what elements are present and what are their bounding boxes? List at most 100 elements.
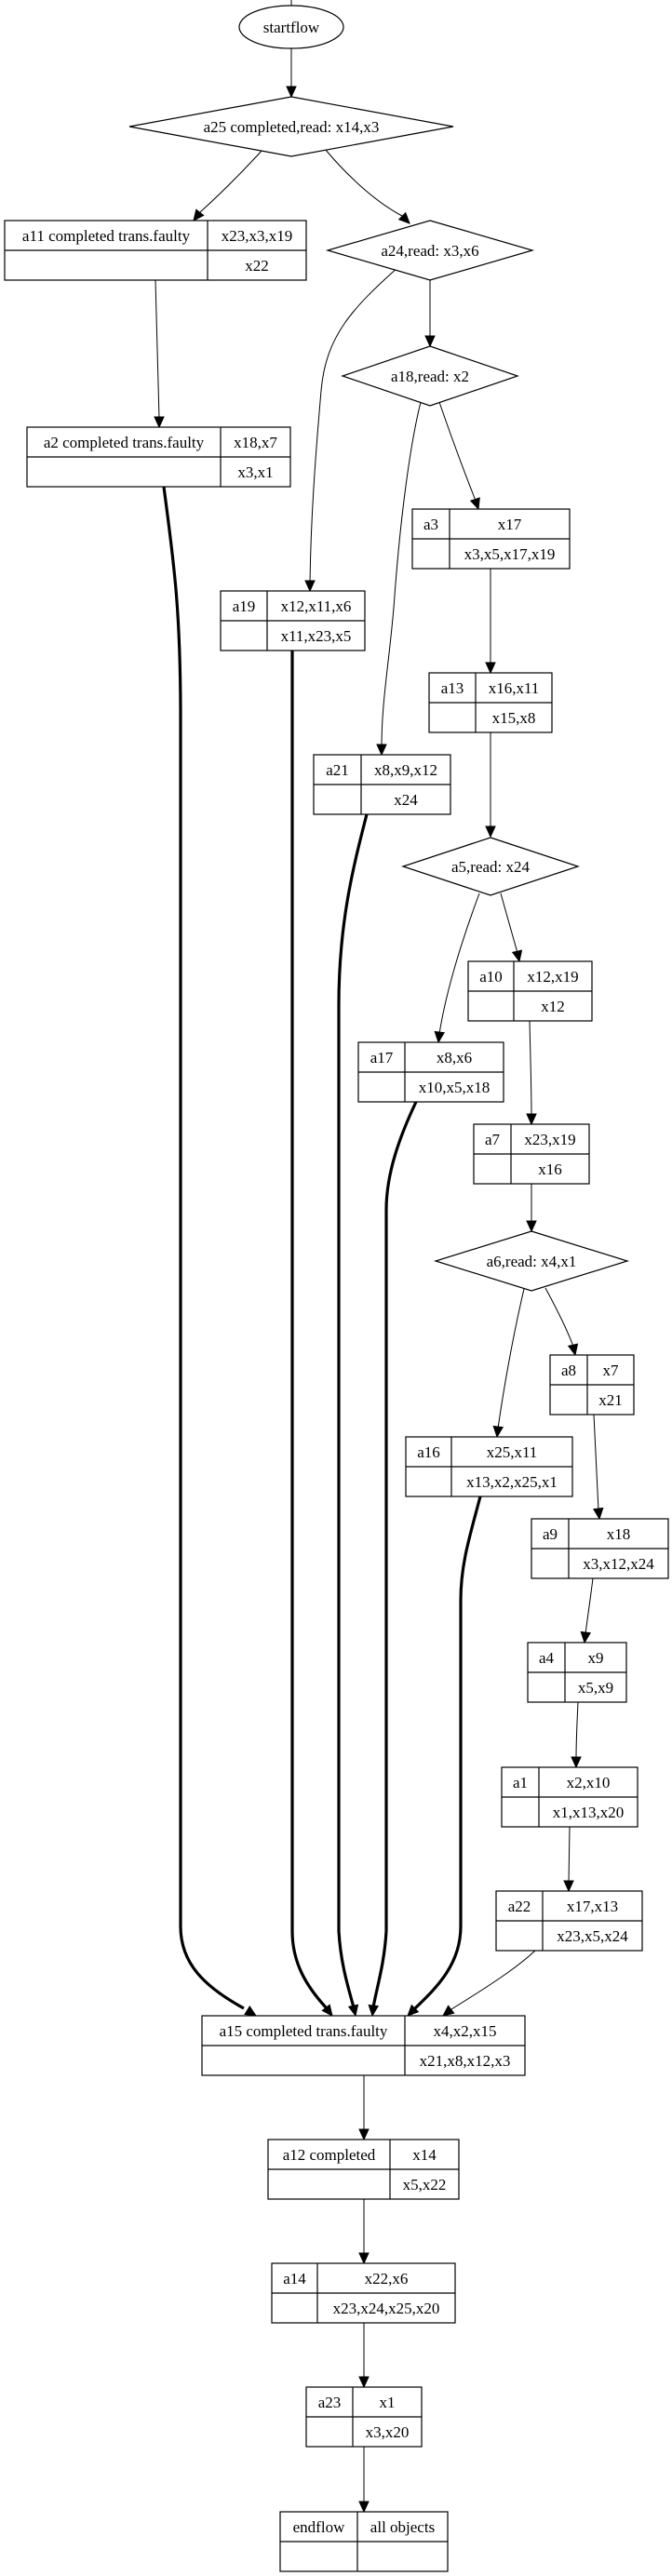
edge-line <box>155 279 160 420</box>
arrowhead-icon <box>571 1756 582 1769</box>
activity-top-vars: x16,x11 <box>489 679 540 697</box>
activity-top-vars: x12,x11,x6 <box>281 597 352 615</box>
activity-top-vars: x23,x19 <box>524 1131 575 1148</box>
edge-a5-to-a17 <box>434 892 480 1044</box>
activity-node-a19[interactable]: a19 x12,x11,x6 x11,x23,x5 <box>220 590 366 651</box>
arrowhead-icon <box>469 497 480 511</box>
edge-line <box>529 1020 532 1117</box>
activity-top-vars: x22,x6 <box>365 2270 409 2288</box>
decision-node-a25[interactable]: a25 completed,read: x14,x3 <box>128 96 454 157</box>
edge-a11-to-a2 <box>154 279 165 429</box>
edge-a13-to-a5 <box>485 732 496 839</box>
decision-node-a24[interactable]: a24,read: x3,x6 <box>325 220 535 281</box>
activity-bottom-vars: x3,x1 <box>237 463 273 481</box>
edge-a17-to-a15 <box>368 1101 418 2018</box>
arrowhead-icon <box>434 1030 446 1044</box>
edge-a7-to-a6 <box>526 1184 537 1233</box>
activity-top-vars: x25,x11 <box>487 1443 538 1461</box>
activity-name: a11 completed trans.faulty <box>22 227 191 245</box>
edge-a6-to-a8 <box>544 1287 579 1357</box>
decision-node-a5[interactable]: a5,read: x24 <box>401 837 580 896</box>
arrowhead-icon <box>511 949 523 963</box>
activity-name: a2 completed trans.faulty <box>44 434 205 451</box>
edge-a19-to-a15 <box>290 651 333 2017</box>
arrowhead-icon <box>358 2128 370 2141</box>
arrowhead-icon <box>526 1220 537 1233</box>
edge-line <box>450 1950 536 2010</box>
activity-name: a22 <box>508 1898 531 1915</box>
edge-line <box>381 401 422 747</box>
activity-bottom-vars: x15,x8 <box>492 709 536 727</box>
activity-name: a1 <box>513 1774 528 1791</box>
edge-a23-to-endflow <box>358 2447 370 2514</box>
activity-name: a7 <box>485 1131 501 1148</box>
activity-top-vars: x23,x3,x19 <box>222 227 293 245</box>
activity-bottom-vars: x11,x23,x5 <box>281 627 352 645</box>
edge-a2-to-a15 <box>162 486 258 2017</box>
edge-line <box>309 265 400 584</box>
activity-name: a4 <box>539 1649 555 1667</box>
activity-name: a12 completed <box>283 2146 376 2164</box>
edge-line <box>162 486 245 2010</box>
activity-name: a19 <box>233 597 256 615</box>
activity-bottom-vars: x13,x2,x25,x1 <box>466 1473 558 1491</box>
start-ellipse <box>238 5 344 49</box>
edge-a24-to-a19 <box>304 265 400 593</box>
arrowhead-icon <box>376 744 387 757</box>
arrowhead-icon <box>154 416 165 429</box>
edge-line <box>337 813 369 2008</box>
decision-diamond <box>128 96 454 157</box>
arrowhead-icon <box>358 2252 370 2265</box>
decision-label: a6,read: x4,x1 <box>487 1253 577 1270</box>
edge-a25-to-a24 <box>324 148 410 224</box>
decision-label: a5,read: x24 <box>451 858 531 876</box>
activity-name: a8 <box>561 1362 576 1379</box>
edge-a5-to-a10 <box>500 892 523 963</box>
edges-layer <box>154 0 604 2514</box>
edge-line <box>413 1496 482 2010</box>
edge-a12-to-a14 <box>358 2199 370 2265</box>
arrowhead-icon <box>492 1425 504 1439</box>
edge-a14-to-a23 <box>358 2323 370 2389</box>
arrowhead-icon <box>567 1343 579 1357</box>
activity-top-vars: x7 <box>603 1362 620 1379</box>
node-startflow[interactable]: startflow <box>238 5 344 49</box>
arrowhead-icon <box>580 1630 592 1644</box>
activity-bottom-vars: x3,x12,x24 <box>583 1555 654 1573</box>
arrowhead-icon <box>286 86 297 99</box>
decision-node-a6[interactable]: a6,read: x4,x1 <box>433 1230 630 1292</box>
edge-line <box>324 148 403 217</box>
activity-top-vars: x18 <box>607 1525 631 1543</box>
decision-label: a24,read: x3,x6 <box>381 242 478 260</box>
activity-top-vars: x12,x19 <box>527 968 578 986</box>
arrowhead-icon <box>485 662 496 675</box>
edge-line <box>575 1701 579 1760</box>
edge-a1-to-a22 <box>563 1826 574 1893</box>
decision-node-a18[interactable]: a18,read: x2 <box>341 345 519 407</box>
edge-a10-to-a7 <box>526 1020 537 1126</box>
edge-a6-to-a16 <box>492 1288 525 1439</box>
activity-bottom-vars: x21,x8,x12,x3 <box>420 2052 511 2070</box>
nodes-layer: startflow a25 completed,read: x14,x3 a24,r… <box>4 5 669 2572</box>
arrowhead-icon <box>592 1507 604 1521</box>
